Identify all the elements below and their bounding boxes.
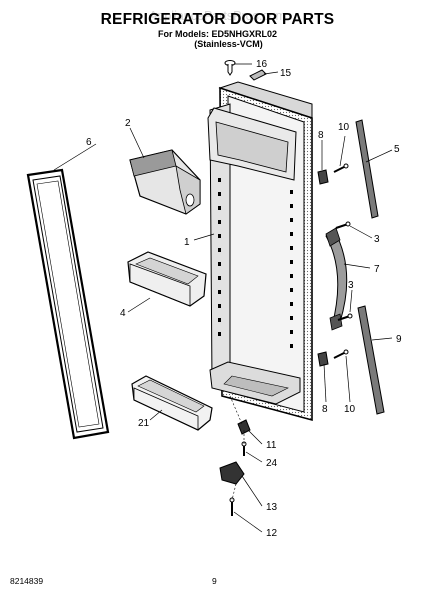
callout-21: 21 — [138, 418, 150, 429]
callout-8-top: 8 — [318, 130, 324, 141]
screw-24 — [241, 441, 247, 456]
callout-10-bottom: 10 — [344, 404, 356, 415]
shelf-bin-4 — [127, 251, 207, 307]
callout-3-top: 3 — [374, 234, 380, 245]
screw-10-bottom — [333, 349, 349, 359]
screw-10-top — [333, 163, 349, 173]
callout-7: 7 — [374, 264, 380, 275]
callout-9: 9 — [396, 334, 402, 345]
finish-line: (Stainless-VCM) — [194, 39, 263, 49]
screw-3-bottom — [337, 313, 353, 321]
bracket-8-bottom — [317, 351, 329, 367]
door-gasket — [26, 168, 110, 440]
models-line: For Models: ED5NHGXRL02 — [157, 29, 278, 39]
page-number: 9 — [212, 576, 217, 586]
door-liner — [207, 81, 313, 422]
callout-labels: 16 15 2 6 8 10 5 1 3 7 3 4 9 8 10 11 21 … — [86, 59, 402, 539]
bracket-13 — [219, 461, 245, 485]
callout-10-top: 10 — [338, 122, 350, 133]
document-number: 8214839 — [10, 576, 44, 586]
callout-16: 16 — [256, 59, 268, 70]
callout-24: 24 — [266, 458, 278, 469]
screw-12 — [229, 497, 235, 516]
bottom-bin-21 — [131, 375, 213, 431]
callout-4: 4 — [120, 308, 126, 319]
callout-12: 12 — [266, 528, 278, 539]
callout-8-bottom: 8 — [322, 404, 328, 415]
callout-15: 15 — [280, 68, 292, 79]
bracket-8-top — [317, 169, 329, 185]
trim-strip-5 — [355, 119, 379, 219]
screw-3-top — [335, 221, 351, 229]
leader-lines — [53, 63, 393, 533]
callout-3-bottom: 3 — [348, 280, 354, 291]
handle-7 — [325, 227, 348, 331]
trim-strip-9 — [357, 305, 385, 415]
screw-16 — [224, 60, 236, 76]
alignment-lines — [229, 395, 245, 501]
callout-5: 5 — [394, 144, 400, 155]
callout-1: 1 — [184, 237, 190, 248]
dairy-bin-2 — [129, 149, 201, 215]
hinge-11 — [237, 419, 251, 435]
watermark: AppliancePartsPros.com — [149, 9, 286, 23]
page-title: REFRIGERATOR DOOR PARTS — [100, 11, 335, 28]
callout-6: 6 — [86, 137, 92, 148]
cap-15 — [249, 69, 267, 81]
callout-13: 13 — [266, 502, 278, 513]
callout-11: 11 — [266, 440, 277, 451]
callout-2: 2 — [125, 118, 131, 129]
